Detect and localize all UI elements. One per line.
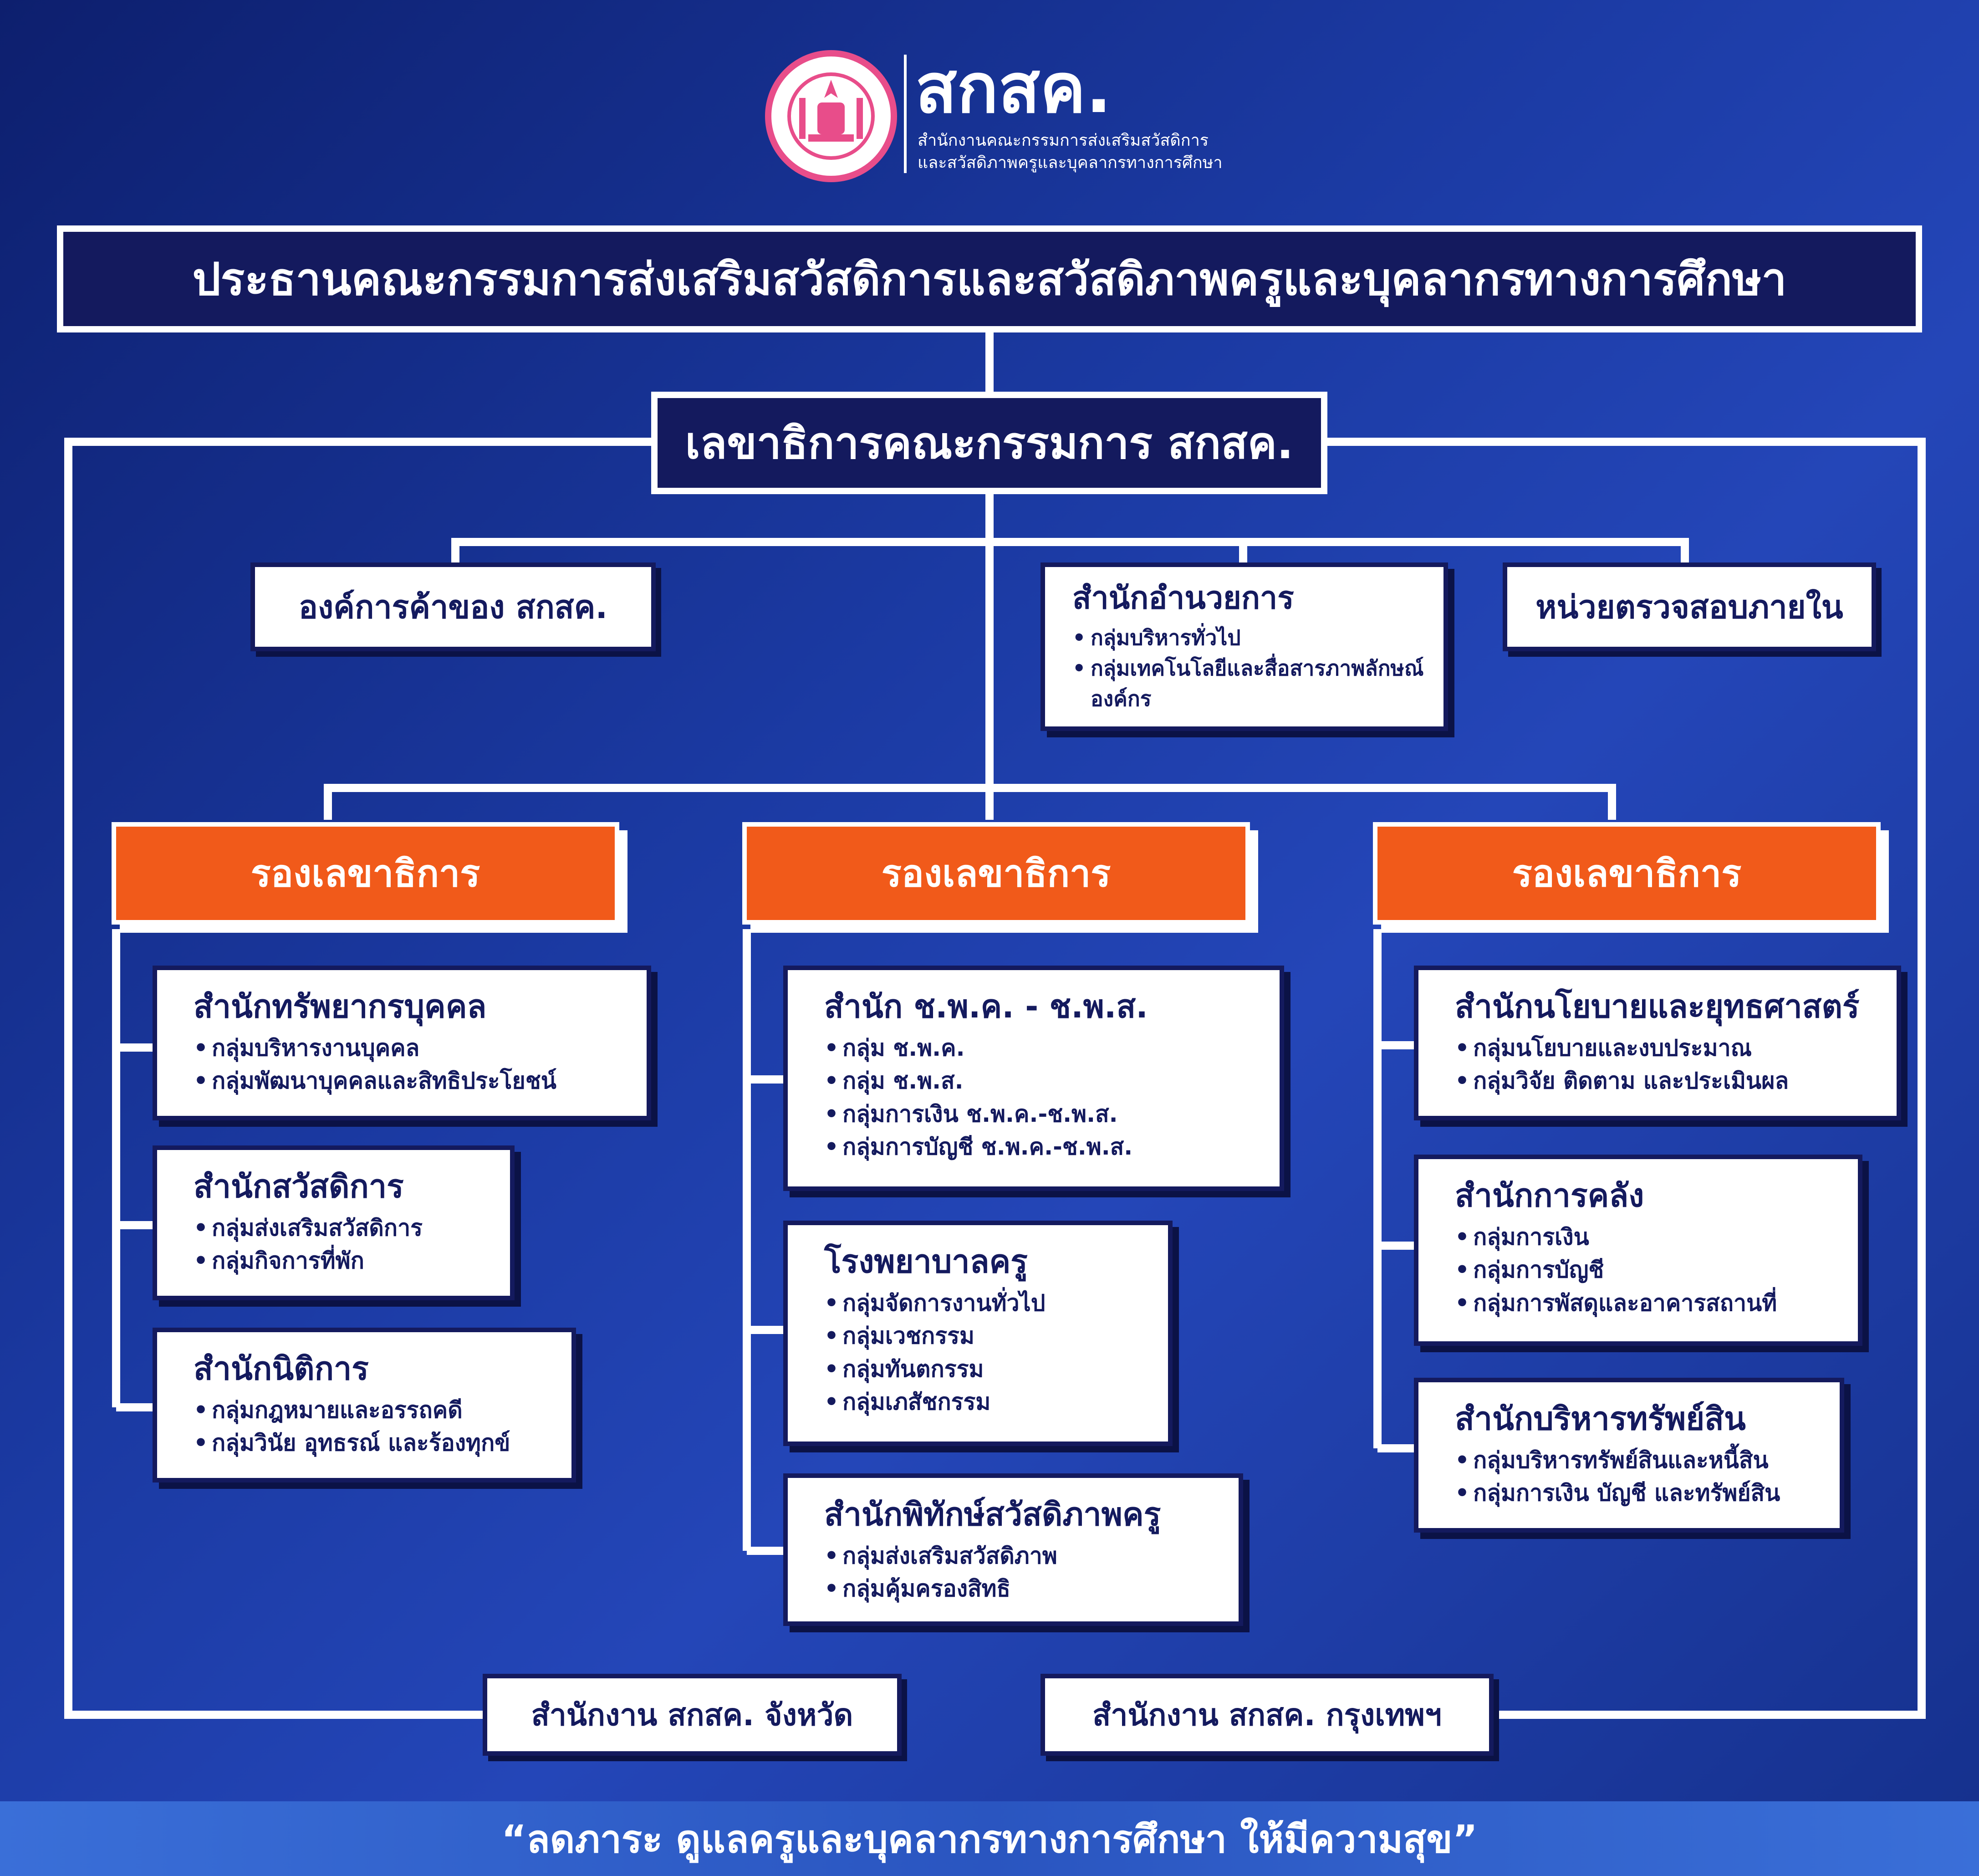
list-item: กลุ่มพัฒนาบุคคลและสิทธิประโยชน์ xyxy=(194,1064,619,1098)
list-item: กลุ่มนโยบายและงบประมาณ xyxy=(1455,1032,1869,1065)
unit-title: สำนัก ช.พ.ค. - ช.พ.ส. xyxy=(824,988,1148,1025)
province-office-label: สำนักงาน สกสค. จังหวัด xyxy=(531,1697,853,1733)
deputy-1-label: รองเลขาธิการ xyxy=(250,852,480,895)
internal-audit-label: หน่วยตรวจสอบภายใน xyxy=(1535,588,1843,626)
unit-title: สำนักการคลัง xyxy=(1455,1177,1644,1214)
admin-office-list: กลุ่มบริหารทั่วไป กลุ่มเทคโนโลยีและสื่อส… xyxy=(1072,623,1425,714)
unit-title: สำนักพิทักษ์สวัสดิภาพครู xyxy=(824,1496,1161,1533)
logo-divider xyxy=(904,55,907,173)
list-item: กลุ่มกฎหมายและอรรถคดี xyxy=(194,1394,544,1427)
deputy-3-label: รองเลขาธิการ xyxy=(1512,852,1742,895)
admin-office-box: สำนักอำนวยการ กลุ่มบริหารทั่วไป กลุ่มเทค… xyxy=(1041,562,1448,731)
unit-list: กลุ่มนโยบายและงบประมาณ กลุ่มวิจัย ติดตาม… xyxy=(1455,1032,1869,1098)
unit-hr-box: สำนักทรัพยากรบุคคล กลุ่มบริหารงานบุคคล ก… xyxy=(153,966,651,1120)
internal-audit-box: หน่วยตรวจสอบภายใน xyxy=(1503,562,1876,651)
deputy-3-box: รองเลขาธิการ xyxy=(1373,822,1881,925)
unit-teacher-protection-box: สำนักพิทักษ์สวัสดิภาพครู กลุ่มส่งเสริมสว… xyxy=(783,1473,1243,1626)
list-item: กลุ่มการบัญชี xyxy=(1455,1253,1831,1287)
unit-chpk-box: สำนัก ช.พ.ค. - ช.พ.ส. กลุ่ม ช.พ.ค. กลุ่ม… xyxy=(783,966,1284,1191)
chairman-label: ประธานคณะกรรมการส่งเสริมสวัสดิการและสวัส… xyxy=(192,253,1787,306)
unit-list: กลุ่มบริหารทรัพย์สินและหนี้สิน กลุ่มการเ… xyxy=(1455,1444,1812,1510)
unit-list: กลุ่มจัดการงานทั่วไป กลุ่มเวชกรรม กลุ่มท… xyxy=(824,1287,1141,1419)
unit-list: กลุ่มบริหารงานบุคคล กลุ่มพัฒนาบุคคลและสิ… xyxy=(194,1032,619,1098)
list-item: กลุ่มการเงิน ช.พ.ค.-ช.พ.ส. xyxy=(824,1098,1252,1131)
royal-seal-icon xyxy=(765,50,897,182)
logo-full-name: สำนักงานคณะกรรมการส่งเสริมสวัสดิการ และส… xyxy=(918,130,1223,174)
list-item: กลุ่มเภสัชกรรม xyxy=(824,1385,1141,1419)
unit-welfare-box: สำนักสวัสดิการ กลุ่มส่งเสริมสวัสดิการ กล… xyxy=(153,1145,515,1300)
list-item: กลุ่มการเงิน บัญชี และทรัพย์สิน xyxy=(1455,1477,1812,1510)
logo-full-line-1: สำนักงานคณะกรรมการส่งเสริมสวัสดิการ xyxy=(918,131,1209,150)
unit-title: สำนักทรัพยากรบุคคล xyxy=(194,988,487,1025)
unit-title: สำนักนโยบายและยุทธศาสตร์ xyxy=(1455,988,1860,1025)
list-item: กลุ่มทันตกรรม xyxy=(824,1353,1141,1386)
unit-asset-box: สำนักบริหารทรัพย์สิน กลุ่มบริหารทรัพย์สิ… xyxy=(1414,1378,1844,1533)
list-item: กลุ่ม ช.พ.ส. xyxy=(824,1064,1252,1098)
chairman-box: ประธานคณะกรรมการส่งเสริมสวัสดิการและสวัส… xyxy=(57,225,1922,332)
list-item: กลุ่มเวชกรรม xyxy=(824,1319,1141,1353)
bangkok-office-label: สำนักงาน สกสค. กรุงเทพฯ xyxy=(1092,1697,1442,1733)
list-item: กลุ่มกิจการที่พัก xyxy=(194,1244,483,1278)
list-item: กลุ่มส่งเสริมสวัสดิภาพ xyxy=(824,1539,1211,1573)
unit-title: สำนักบริหารทรัพย์สิน xyxy=(1455,1400,1746,1437)
logo-abbreviation: สกสค. xyxy=(915,49,1112,128)
admin-office-title: สำนักอำนวยการ xyxy=(1072,580,1294,616)
list-item: กลุ่มบริหารงานบุคคล xyxy=(194,1032,619,1065)
unit-policy-box: สำนักนโยบายและยุทธศาสตร์ กลุ่มนโยบายและง… xyxy=(1414,966,1901,1120)
unit-list: กลุ่ม ช.พ.ค. กลุ่ม ช.พ.ส. กลุ่มการเงิน ช… xyxy=(824,1032,1252,1164)
deputy-1-box: รองเลขาธิการ xyxy=(112,822,619,925)
list-item: กลุ่มวิจัย ติดตาม และประเมินผล xyxy=(1455,1064,1869,1098)
deputy-2-box: รองเลขาธิการ xyxy=(742,822,1250,925)
list-item: กลุ่มคุ้มครองสิทธิ xyxy=(824,1572,1211,1605)
list-item: กลุ่มวินัย อุทธรณ์ และร้องทุกข์ xyxy=(194,1426,544,1460)
list-item: กลุ่มการเงิน xyxy=(1455,1221,1831,1254)
slogan-text: “ลดภาระ ดูแลครูและบุคลากรทางการศึกษา ให้… xyxy=(501,1817,1478,1861)
unit-title: สำนักนิติการ xyxy=(194,1350,369,1387)
list-item: กลุ่มจัดการงานทั่วไป xyxy=(824,1287,1141,1320)
slogan-banner: “ลดภาระ ดูแลครูและบุคลากรทางการศึกษา ให้… xyxy=(0,1801,1979,1876)
deputy-2-label: รองเลขาธิการ xyxy=(881,852,1111,895)
province-office-box: สำนักงาน สกสค. จังหวัด xyxy=(483,1674,902,1756)
secretary-box: เลขาธิการคณะกรรมการ สกสค. xyxy=(651,392,1327,494)
unit-title: สำนักสวัสดิการ xyxy=(194,1168,404,1205)
trade-org-label: องค์การค้าของ สกสค. xyxy=(298,588,608,626)
unit-list: กลุ่มส่งเสริมสวัสดิภาพ กลุ่มคุ้มครองสิทธ… xyxy=(824,1539,1211,1605)
logo-full-line-2: และสวัสดิภาพครูและบุคลากรทางการศึกษา xyxy=(918,153,1223,172)
list-item: กลุ่มเทคโนโลยีและสื่อสารภาพลักษณ์องค์กร xyxy=(1072,653,1425,714)
list-item: กลุ่มส่งเสริมสวัสดิการ xyxy=(194,1211,483,1245)
bangkok-office-box: สำนักงาน สกสค. กรุงเทพฯ xyxy=(1041,1674,1494,1756)
unit-list: กลุ่มส่งเสริมสวัสดิการ กลุ่มกิจการที่พัก xyxy=(194,1211,483,1278)
secretary-label: เลขาธิการคณะกรรมการ สกสค. xyxy=(685,417,1294,469)
unit-title: โรงพยาบาลครู xyxy=(824,1243,1028,1280)
list-item: กลุ่มการบัญชี ช.พ.ค.-ช.พ.ส. xyxy=(824,1130,1252,1164)
unit-list: กลุ่มกฎหมายและอรรถคดี กลุ่มวินัย อุทธรณ์… xyxy=(194,1394,544,1460)
unit-list: กลุ่มการเงิน กลุ่มการบัญชี กลุ่มการพัสดุ… xyxy=(1455,1221,1831,1320)
unit-legal-box: สำนักนิติการ กลุ่มกฎหมายและอรรถคดี กลุ่ม… xyxy=(153,1328,576,1482)
list-item: กลุ่ม ช.พ.ค. xyxy=(824,1032,1252,1065)
list-item: กลุ่มการพัสดุและอาคารสถานที่ xyxy=(1455,1287,1831,1320)
list-item: กลุ่มบริหารทรัพย์สินและหนี้สิน xyxy=(1455,1444,1812,1477)
unit-hospital-box: โรงพยาบาลครู กลุ่มจัดการงานทั่วไป กลุ่มเ… xyxy=(783,1221,1173,1446)
unit-treasury-box: สำนักการคลัง กลุ่มการเงิน กลุ่มการบัญชี … xyxy=(1414,1155,1862,1346)
trade-org-box: องค์การค้าของ สกสค. xyxy=(250,562,656,651)
list-item: กลุ่มบริหารทั่วไป xyxy=(1072,623,1425,653)
